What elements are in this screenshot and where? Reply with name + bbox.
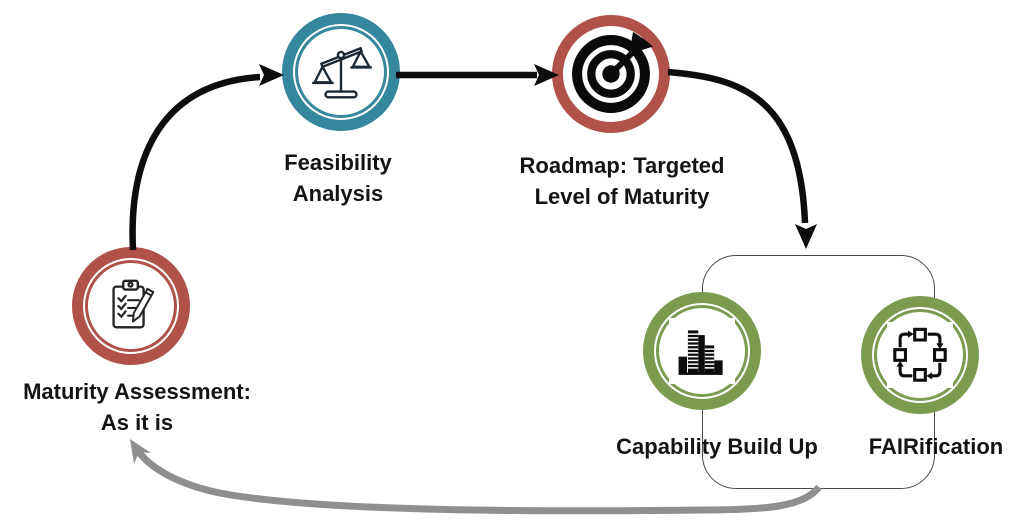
- node-label-maturity-assessment: Maturity Assessment: As it is: [23, 379, 251, 435]
- node-feasibility-analysis: [282, 13, 400, 131]
- target-dart-icon: [563, 26, 659, 122]
- buildings-icon: [654, 303, 750, 399]
- node-capability-build-up: [643, 292, 761, 410]
- node-label-fairification: FAIRification: [868, 434, 1004, 459]
- inner-ring: [85, 260, 177, 352]
- node-label-feasibility-analysis: Feasibility Analysis: [284, 150, 392, 206]
- inner-ring: [874, 309, 966, 401]
- node-fairification: [861, 296, 979, 414]
- arrow-feasibility-to-roadmap: [396, 64, 559, 86]
- process-cycle-icon: [872, 307, 968, 403]
- icon-background: [887, 322, 953, 388]
- node-roadmap-target: [552, 15, 670, 133]
- inner-ring: [295, 26, 387, 118]
- node-maturity-assessment: [72, 247, 190, 365]
- inner-ring: [656, 305, 748, 397]
- node-label-capability-build-up: Capability Build Up: [616, 434, 818, 459]
- balance-scale-icon: [293, 24, 389, 120]
- clipboard-checklist-pencil-icon: [83, 258, 179, 354]
- node-label-roadmap-target: Roadmap: Targeted Level of Maturity: [519, 153, 725, 209]
